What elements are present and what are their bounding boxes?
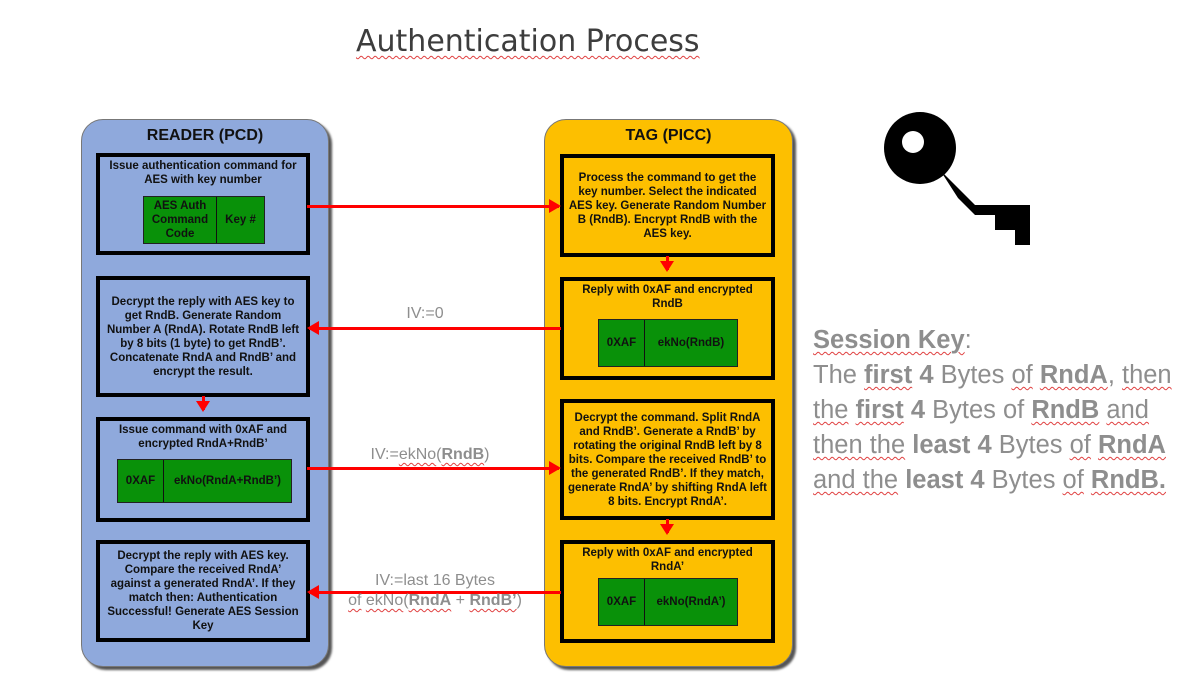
field-aes-auth-command-code: AES Auth Command Code (151, 200, 209, 240)
arrow-tag-step1-to-step2 (660, 256, 674, 272)
reader-step-1-text: Issue authentication command for AES wit… (109, 160, 297, 186)
arrow-tag-to-reader-2 (307, 585, 561, 599)
tag-step-4-fields: 0XAF ekNo(RndA’) (598, 578, 738, 626)
iv-label-3: IV:=last 16 Bytes of ekNo(RndA + RndB’) (348, 572, 522, 609)
session-key-description: The first 4 Bytes of RndA, then the firs… (813, 361, 1172, 494)
arrow-reader-to-tag-1 (307, 199, 561, 213)
field-ekno-rnda-rndb: ekNo(RndA+RndB’) (163, 460, 291, 502)
key-icon (884, 112, 1030, 245)
field-key-number: Key # (216, 197, 264, 243)
tag-lane-title: TAG (PICC) (625, 127, 712, 144)
field-ekno-rnda-prime: ekNo(RndA’) (644, 579, 737, 625)
tag-step-1-text: Process the command to get the key numbe… (568, 171, 767, 240)
tag-step-2-fields: 0XAF ekNo(RndB) (598, 319, 738, 367)
reader-step-2-text: Decrypt the reply with AES key to get Rn… (106, 295, 300, 378)
arrow-tag-step3-to-step4 (660, 519, 674, 535)
tag-step-4: Reply with 0xAF and encrypted RndA’ (560, 540, 775, 643)
tag-lane: TAG (PICC) (544, 119, 793, 667)
tag-step-2: Reply with 0xAF and encrypted RndB (560, 277, 775, 380)
session-key-note: Session Key: The first 4 Bytes of RndA, … (813, 326, 1172, 494)
arrow-reader-to-tag-2 (307, 461, 561, 475)
tag-step-3-text: Decrypt the command. Split RndA and RndB… (568, 411, 767, 508)
field-0xaf: 0XAF (125, 475, 156, 487)
reader-step-1: Issue authentication command for AES wit… (96, 153, 310, 255)
reader-step-4-text: Decrypt the reply with AES key. Compare … (107, 550, 299, 632)
field-0xaf: 0XAF (606, 337, 637, 349)
reader-step-2: Decrypt the reply with AES key to get Rn… (96, 276, 310, 397)
reader-step-3-text: Issue command with 0xAF and encrypted Rn… (118, 424, 288, 450)
iv-label-2: IV:=ekNo(RndB) (370, 446, 490, 463)
reader-step-3-fields: 0XAF ekNo(RndA+RndB’) (117, 459, 292, 503)
reader-step-1-fields: AES Auth Command Code Key # (143, 196, 265, 244)
tag-step-4-text: Reply with 0xAF and encrypted RndA’ (582, 547, 753, 573)
tag-step-2-text: Reply with 0xAF and encrypted RndB (582, 284, 753, 310)
field-ekno-rndb: ekNo(RndB) (644, 320, 737, 366)
tag-step-3: Decrypt the command. Split RndA and RndB… (560, 399, 775, 520)
arrow-reader-step2-to-step3 (196, 396, 210, 412)
session-key-heading: Session Key (813, 326, 965, 354)
field-0xaf: 0XAF (606, 596, 637, 608)
arrow-tag-to-reader-1 (307, 321, 561, 335)
tag-step-1: Process the command to get the key numbe… (560, 154, 775, 257)
iv-label-1: IV:=0 (406, 305, 444, 322)
page-title: Authentication Process (356, 24, 700, 59)
reader-lane-title: READER (PCD) (146, 127, 264, 144)
reader-step-4: Decrypt the reply with AES key. Compare … (96, 540, 310, 642)
